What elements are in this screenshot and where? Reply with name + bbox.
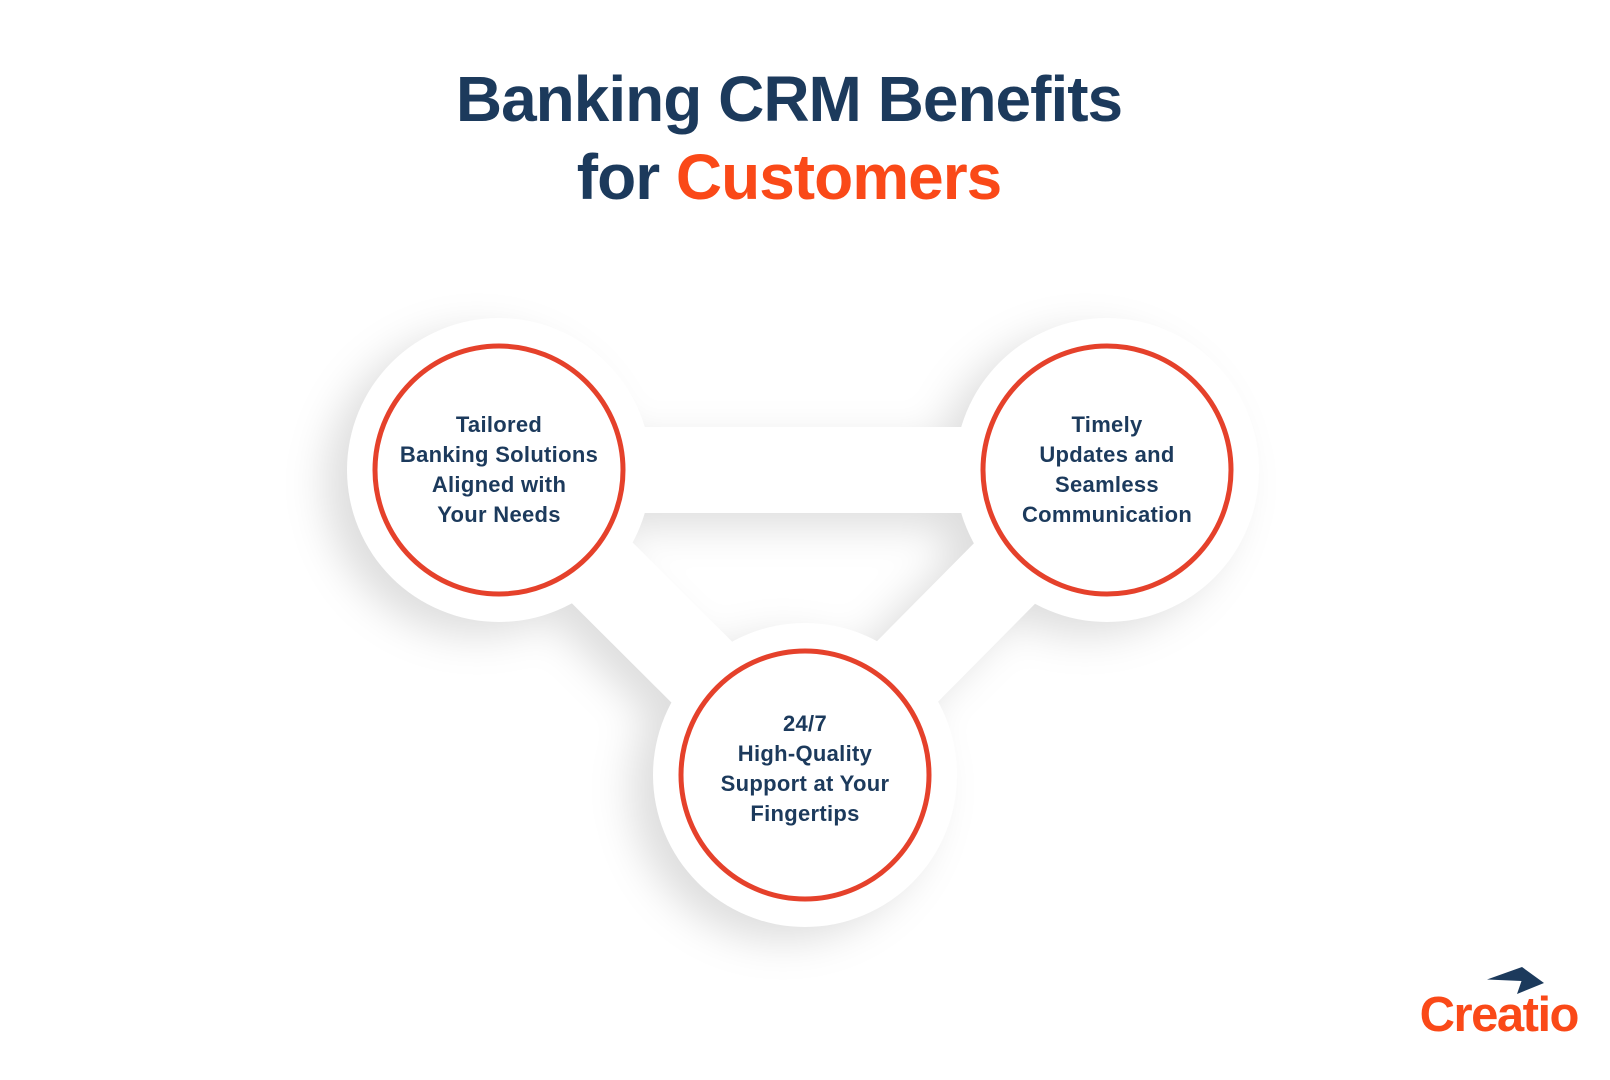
node-circle-right bbox=[980, 343, 1234, 597]
node-circle-left bbox=[372, 343, 626, 597]
title-line2-highlight: Customers bbox=[675, 141, 1002, 213]
node-text-line: Fingertips bbox=[750, 801, 860, 826]
node-timely-updates-communication: Timely Updates and Seamless Communicatio… bbox=[972, 410, 1242, 530]
node-text-line: Support at Your bbox=[720, 771, 890, 796]
node-circle-bottom bbox=[678, 648, 932, 902]
title-line1: Banking CRM Benefits bbox=[455, 63, 1123, 135]
node-text-line: High-Quality bbox=[737, 741, 873, 766]
node-text-line: 24/7 bbox=[782, 711, 828, 736]
creatio-arrow-icon bbox=[1487, 967, 1544, 994]
node-support-fingertips: 24/7 High-Quality Support at Your Finger… bbox=[670, 709, 940, 829]
creatio-logo: Creatio bbox=[1419, 967, 1580, 1042]
node-text-line: Updates and bbox=[1039, 442, 1175, 467]
node-text-line: Timely bbox=[1071, 412, 1143, 437]
node-tailored-banking-solutions: Tailored Banking Solutions Aligned with … bbox=[364, 410, 634, 530]
node-text-line: Tailored bbox=[455, 412, 543, 437]
title-line2: for Customers bbox=[0, 138, 1594, 216]
node-text-line: Seamless bbox=[1055, 472, 1159, 497]
node-text-line: Aligned with bbox=[431, 472, 567, 497]
title-line2-prefix: for bbox=[576, 141, 676, 213]
node-text-line: Banking Solutions bbox=[399, 442, 599, 467]
node-text-line: Communication bbox=[1021, 502, 1193, 527]
node-text-line: Your Needs bbox=[437, 502, 561, 527]
page-title: Banking CRM Benefits for Customers bbox=[0, 60, 1594, 216]
creatio-logo-text: Creatio bbox=[1419, 988, 1580, 1042]
ring-layer bbox=[372, 343, 1234, 902]
